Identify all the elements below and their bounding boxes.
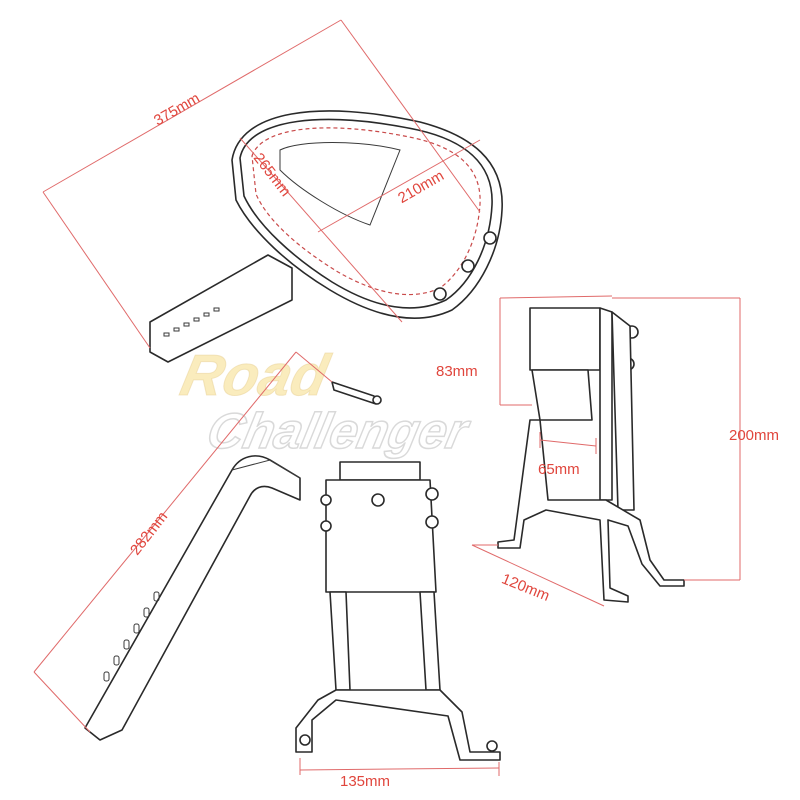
base-mounting-hole-right xyxy=(486,740,498,752)
mounting-pin-head xyxy=(372,395,382,405)
bracket-right-leg xyxy=(419,591,441,691)
brand-watermark: Road Challenger xyxy=(175,343,476,460)
dim-bracket-height: 200mm xyxy=(612,297,779,581)
bracket-center-bolt xyxy=(371,493,385,507)
bracket-top-cap xyxy=(339,461,421,481)
pad-side-knob-lower xyxy=(433,287,447,301)
side-bracket-frame xyxy=(497,419,685,603)
strap-plate-slots xyxy=(103,591,160,682)
plate-holes xyxy=(163,307,220,337)
bracket-side-bolt-lower xyxy=(425,515,439,529)
pad-stitching xyxy=(251,127,481,296)
bracket-left-bolt-upper xyxy=(320,494,332,506)
base-mounting-hole-left xyxy=(299,734,311,746)
bracket-base-frame xyxy=(295,689,501,761)
watermark-line2: Challenger xyxy=(202,403,475,459)
pad-side-knob-middle xyxy=(461,259,475,273)
dim-label-65: 65mm xyxy=(538,461,580,478)
backrest-pad-face xyxy=(239,118,493,309)
bracket-left-bolt-lower xyxy=(320,520,332,532)
bracket-upper-body xyxy=(325,479,437,593)
bracket-left-leg xyxy=(329,591,351,691)
dim-label-120: 120mm xyxy=(499,570,552,605)
dim-label-282: 282mm xyxy=(127,509,171,559)
strap-plate-bend xyxy=(231,459,301,479)
dim-label-200: 200mm xyxy=(729,427,779,444)
sissy-bar-bracket-side xyxy=(497,307,685,603)
watermark-line1: Road xyxy=(175,344,335,408)
strap-plate-illustration xyxy=(84,381,382,741)
strap-plate xyxy=(84,455,301,741)
side-bracket-upright xyxy=(611,311,635,511)
bracket-side-bolt-upper xyxy=(425,487,439,501)
backrest-pad-illustration xyxy=(149,110,503,363)
sissy-bar-bracket-front xyxy=(295,461,501,761)
side-bracket-edge xyxy=(599,307,613,501)
dim-label-375: 375mm xyxy=(151,90,203,130)
dim-bracket-top-width: 83mm xyxy=(436,295,613,406)
dim-label-83: 83mm xyxy=(436,363,478,380)
backrest-mounting-plate xyxy=(149,254,293,363)
dim-bracket-depth: 120mm xyxy=(471,544,605,607)
dim-bracket-slot-width: 65mm xyxy=(538,432,597,478)
dim-base-width: 135mm xyxy=(299,758,500,790)
pad-center-panel xyxy=(279,142,401,226)
dim-label-135: 135mm xyxy=(340,773,390,790)
mounting-pin xyxy=(331,381,377,405)
side-bracket-tab xyxy=(531,369,593,421)
side-bracket-top-plate xyxy=(529,307,601,371)
pad-side-knob-upper xyxy=(483,231,497,245)
